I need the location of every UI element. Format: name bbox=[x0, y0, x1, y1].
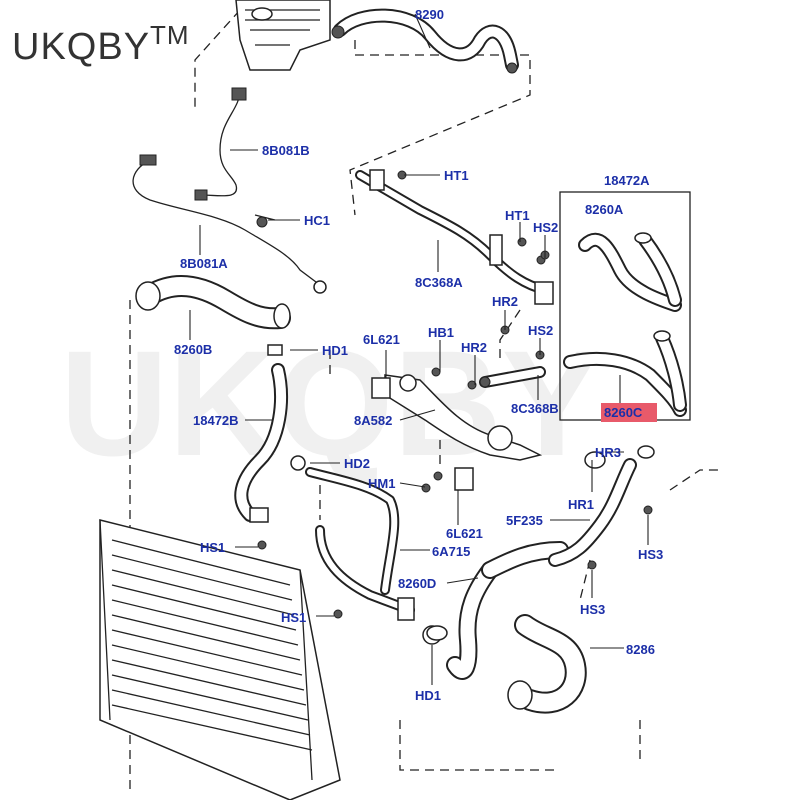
label-ht1-a: HT1 bbox=[444, 168, 469, 183]
label-18472b: 18472B bbox=[193, 413, 239, 428]
label-hs2-a: HS2 bbox=[533, 220, 558, 235]
label-6a715: 6A715 bbox=[432, 544, 470, 559]
label-8290: 8290 bbox=[415, 7, 444, 22]
label-ht1-b: HT1 bbox=[505, 208, 530, 223]
label-8260b: 8260B bbox=[174, 342, 212, 357]
radiator bbox=[99, 519, 341, 800]
hose-8290 bbox=[331, 8, 519, 74]
label-hs3-a: HS3 bbox=[638, 547, 663, 562]
label-8c368b: 8C368B bbox=[511, 401, 559, 416]
label-hd2: HD2 bbox=[344, 456, 370, 471]
label-5f235: 5F235 bbox=[506, 513, 543, 528]
label-hc1: HC1 bbox=[304, 213, 330, 228]
label-hs3-b: HS3 bbox=[580, 602, 605, 617]
wire-harness-8b081 bbox=[132, 87, 327, 294]
label-6l621-b: 6L621 bbox=[446, 526, 483, 541]
label-8c368a: 8C368A bbox=[415, 275, 463, 290]
label-8260d: 8260D bbox=[398, 576, 436, 591]
label-8b081b: 8B081B bbox=[262, 143, 310, 158]
hose-18472b bbox=[234, 344, 288, 523]
outlet-housing-8a582 bbox=[371, 374, 543, 491]
brand-mark: TM bbox=[150, 20, 190, 50]
label-hr2-b: HR2 bbox=[461, 340, 487, 355]
label-hd1-a: HD1 bbox=[322, 343, 348, 358]
label-18472a: 18472A bbox=[604, 173, 650, 188]
tube-8c368b bbox=[479, 366, 546, 388]
tube-8c368a bbox=[355, 169, 554, 305]
hose-5f235 bbox=[548, 445, 655, 567]
pipe-6a715 bbox=[290, 455, 415, 621]
hose-8260b bbox=[135, 274, 291, 330]
hose-8260d bbox=[422, 541, 569, 680]
label-8260a: 8260A bbox=[585, 202, 624, 217]
label-hd1-b: HD1 bbox=[415, 688, 441, 703]
label-8260c: 8260C bbox=[604, 405, 643, 420]
label-hs1-b: HS1 bbox=[281, 610, 306, 625]
fasteners bbox=[257, 250, 653, 641]
label-hm1: HM1 bbox=[368, 476, 395, 491]
label-8b081a: 8B081A bbox=[180, 256, 228, 271]
label-hr3: HR3 bbox=[595, 445, 621, 460]
label-6l621-a: 6L621 bbox=[363, 332, 400, 347]
brand-logo: UKQBYTM bbox=[12, 20, 190, 69]
part-labels: 8290 8B081B 8B081A HC1 HT1 HT1 8C368A 18… bbox=[174, 7, 663, 703]
label-hs2-b: HS2 bbox=[528, 323, 553, 338]
expansion-tank bbox=[235, 0, 331, 71]
hose-8286 bbox=[507, 614, 587, 714]
label-hs1-a: HS1 bbox=[200, 540, 225, 555]
leader-lines bbox=[189, 13, 649, 685]
hose-8260a bbox=[578, 232, 682, 312]
label-hr1: HR1 bbox=[568, 497, 594, 512]
label-hr2-a: HR2 bbox=[492, 294, 518, 309]
label-8a582: 8A582 bbox=[354, 413, 392, 428]
highlight-8260c bbox=[601, 403, 657, 422]
brand-name: UKQBY bbox=[12, 26, 151, 68]
label-hb1: HB1 bbox=[428, 325, 454, 340]
hose-8260c bbox=[563, 330, 687, 417]
label-8286: 8286 bbox=[626, 642, 655, 657]
